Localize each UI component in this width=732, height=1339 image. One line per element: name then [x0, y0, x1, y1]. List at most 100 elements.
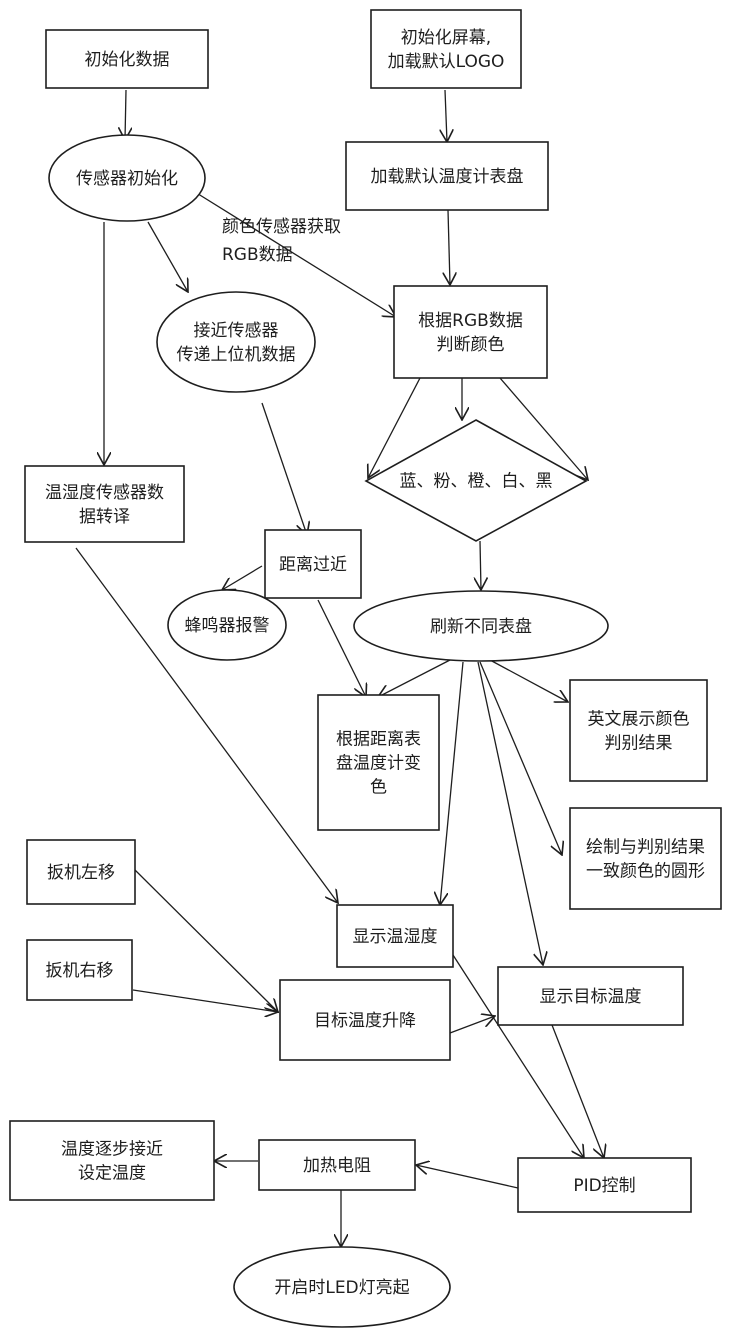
- edge-refresh-dial-to-english-result: [489, 659, 568, 702]
- edge-refresh-dial-to-show-target: [477, 661, 543, 965]
- node-draw-circle: 绘制与判别结果一致颜色的圆形: [569, 807, 722, 910]
- node-label-line: 初始化数据: [85, 50, 170, 70]
- node-label-line: 加载默认LOGO: [388, 52, 505, 72]
- node-label: 开启时LED灯亮起: [274, 1278, 409, 1298]
- node-label-line: 判断颜色: [437, 335, 505, 355]
- node-label: 初始化屏幕, 加载默认LOGO: [388, 28, 505, 72]
- node-label-line: 显示目标温度: [540, 987, 642, 1007]
- edge-load-dial-to-judge-color: [448, 209, 450, 285]
- node-trigger-right: 扳机右移: [26, 939, 133, 1001]
- edge-trigger-left-to-target-adjust: [132, 867, 278, 1012]
- node-label: 接近传感器传递上位机数据: [177, 321, 296, 365]
- node-label-line: 盘温度计变: [336, 754, 421, 774]
- node-label-line: 传递上位机数据: [177, 345, 296, 365]
- node-label: 刷新不同表盘: [430, 617, 532, 637]
- node-label: 距离过近: [279, 555, 347, 575]
- node-label-line: 目标温度升降: [314, 1011, 416, 1031]
- edge-target-adjust-to-show-target: [449, 1016, 495, 1034]
- node-label-line: 扳机左移: [47, 863, 115, 883]
- node-label-line: 接近传感器: [194, 321, 279, 341]
- node-label: 传感器初始化: [76, 169, 178, 189]
- node-label-line: 设定温度: [78, 1164, 146, 1184]
- node-label-line: 据转译: [79, 507, 130, 527]
- node-dial-color-change: 根据距离表盘温度计变色: [317, 694, 440, 831]
- node-label-line: 显示温湿度: [353, 927, 438, 947]
- node-label-line: 温度逐步接近: [61, 1140, 163, 1160]
- node-label-line: 色: [370, 778, 387, 798]
- node-init-data: 初始化数据: [45, 29, 209, 89]
- node-label-line: PID控制: [573, 1176, 635, 1196]
- node-buzzer: 蜂鸣器报警: [167, 589, 287, 661]
- node-label: 加载默认温度计表盘: [371, 167, 524, 187]
- node-label: 根据RGB数据判断颜色: [418, 311, 523, 355]
- edge-label-rgb-fetch: 颜色传感器获取 RGB数据: [222, 217, 346, 265]
- node-label-line: 开启时LED灯亮起: [274, 1278, 409, 1298]
- edge-refresh-dial-to-show-temp-humidity: [440, 661, 464, 905]
- node-label-line: 蜂鸣器报警: [185, 616, 270, 636]
- edge-sensor-init-to-proximity: [147, 221, 188, 292]
- node-label-line: 蓝、粉、橙、白、黑: [400, 472, 553, 492]
- node-label: 根据距离表盘温度计变色: [336, 730, 421, 798]
- edge-temp-humidity-to-show-temp-humidity: [75, 547, 338, 903]
- node-led: 开启时LED灯亮起: [233, 1246, 451, 1328]
- node-too-close: 距离过近: [264, 529, 362, 599]
- node-label: 显示目标温度: [540, 987, 642, 1007]
- node-label: 扳机右移: [46, 961, 114, 981]
- node-label-line: 判别结果: [605, 734, 673, 754]
- node-label: PID控制: [573, 1176, 635, 1196]
- node-label: 目标温度升降: [314, 1011, 416, 1031]
- node-refresh-dial: 刷新不同表盘: [353, 590, 609, 662]
- node-label-line: 根据RGB数据: [418, 311, 523, 331]
- node-label-line: 绘制与判别结果: [586, 838, 705, 858]
- node-label-line: 扳机右移: [46, 961, 114, 981]
- edge-proximity-to-too-close: [261, 402, 307, 535]
- edge-label-line: 颜色传感器获取: [222, 217, 341, 237]
- node-sensor-init: 传感器初始化: [48, 134, 206, 222]
- node-label: 蜂鸣器报警: [185, 616, 270, 636]
- node-label-line: 初始化屏幕,: [401, 28, 491, 48]
- node-temp-humidity: 温湿度传感器数据转译: [24, 465, 185, 543]
- node-label: 英文展示颜色判别结果: [588, 710, 690, 754]
- edge-show-temp-humidity-to-pid: [452, 954, 584, 1158]
- node-label: 温度逐步接近设定温度: [61, 1140, 163, 1184]
- node-colors: 蓝、粉、橙、白、黑: [364, 419, 588, 542]
- edge-judge-color-to-colors-left: [368, 377, 421, 478]
- node-label-line: 传感器初始化: [76, 169, 178, 189]
- node-label: 显示温湿度: [353, 927, 438, 947]
- node-label-line: 温湿度传感器数: [45, 483, 164, 503]
- edge-label-line: RGB数据: [222, 245, 293, 265]
- node-label: 初始化数据: [85, 50, 170, 70]
- node-label-line: 刷新不同表盘: [430, 617, 532, 637]
- node-label: 扳机左移: [47, 863, 115, 883]
- node-label-line: 加载默认温度计表盘: [371, 167, 524, 187]
- edge-too-close-to-buzzer: [222, 565, 263, 590]
- edge-init-data-to-sensor-init: [125, 89, 126, 140]
- edge-init-screen-to-load-dial: [445, 89, 447, 142]
- edge-refresh-dial-to-draw-circle: [479, 661, 562, 855]
- edge-refresh-dial-to-dial-color-change: [378, 659, 451, 697]
- node-judge-color: 根据RGB数据判断颜色: [393, 285, 548, 379]
- node-heater: 加热电阻: [258, 1139, 416, 1191]
- node-show-temp-humidity: 显示温湿度: [336, 904, 454, 968]
- node-target-adjust: 目标温度升降: [279, 979, 451, 1061]
- edge-colors-to-refresh-dial: [480, 540, 481, 590]
- edge-too-close-to-dial-color-change: [317, 599, 366, 697]
- node-temp-approach: 温度逐步接近设定温度: [9, 1120, 215, 1201]
- edge-pid-to-heater: [416, 1165, 519, 1189]
- node-pid: PID控制: [517, 1157, 692, 1213]
- node-label-line: 距离过近: [279, 555, 347, 575]
- node-label: 绘制与判别结果一致颜色的圆形: [586, 838, 705, 882]
- node-label-line: 英文展示颜色: [588, 710, 690, 730]
- node-label: 加热电阻: [303, 1156, 371, 1176]
- node-label-line: 根据距离表: [336, 730, 421, 750]
- edge-judge-color-to-colors-right: [499, 377, 588, 480]
- node-proximity: 接近传感器传递上位机数据: [156, 291, 316, 393]
- node-trigger-left: 扳机左移: [26, 839, 136, 905]
- node-init-screen: 初始化屏幕, 加载默认LOGO: [370, 9, 522, 89]
- node-show-target: 显示目标温度: [497, 966, 684, 1026]
- node-english-result: 英文展示颜色判别结果: [569, 679, 708, 782]
- edge-sensor-init-to-judge-color: [194, 191, 396, 317]
- node-label-line: 一致颜色的圆形: [586, 862, 705, 882]
- node-label-line: 加热电阻: [303, 1156, 371, 1176]
